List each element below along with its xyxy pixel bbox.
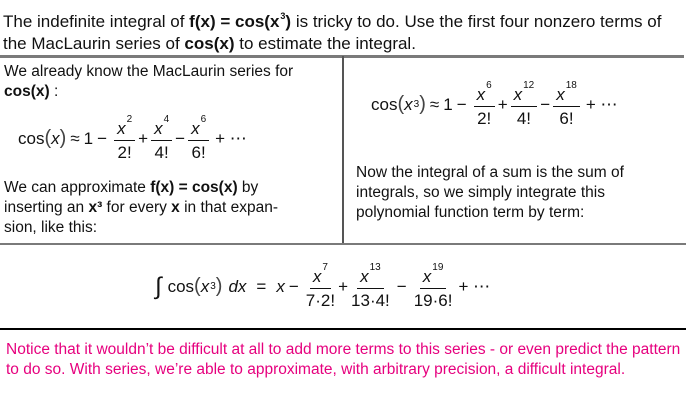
maclaurin-intro-text: We already know the MacLaurin series for… — [4, 62, 324, 102]
numerator: x — [312, 267, 322, 286]
sign: + — [497, 94, 508, 114]
cos-function: cos(x) — [184, 34, 235, 53]
sign: − — [97, 128, 108, 148]
substitution-text: We can approximate f(x) = cos(x) by inse… — [4, 178, 304, 238]
approx-sign: ≈ — [70, 128, 80, 148]
approx-sign: ≈ — [429, 94, 440, 114]
numerator: x — [556, 85, 565, 104]
denominator: 2! — [117, 143, 132, 162]
sign: − — [456, 94, 467, 114]
numerator: x — [513, 85, 523, 104]
sign: − — [175, 128, 186, 148]
function-definition: f(x) = cos(x) — [150, 179, 238, 196]
sign: − — [396, 276, 407, 296]
paren: ( — [397, 93, 405, 115]
cos-label: cos — [18, 128, 45, 148]
denominator: 19·6! — [413, 291, 453, 310]
paren: ) — [285, 12, 292, 31]
exponent: 3 — [280, 11, 286, 21]
exponent: 12 — [523, 80, 535, 91]
text: by inserting an — [4, 179, 259, 216]
fraction-term: x6 6! — [188, 114, 210, 163]
intro-text: to estimate the integral. — [234, 34, 416, 53]
fraction-term: x13 13·4! — [351, 262, 390, 311]
numerator: x — [422, 267, 432, 286]
exponent: 2 — [126, 114, 133, 125]
paren: ) — [419, 93, 426, 115]
fraction-term: x12 4! — [510, 80, 538, 129]
paren: ( — [194, 275, 201, 297]
exponent: 6 — [200, 114, 207, 125]
text: : — [49, 83, 59, 100]
vertical-divider — [342, 56, 344, 244]
ellipsis: + ⋯ — [215, 128, 247, 148]
variable: x — [51, 128, 60, 148]
fraction-term: x19 19·6! — [414, 262, 453, 311]
fraction-term: x4 4! — [151, 114, 173, 163]
bottom-divider — [0, 328, 686, 330]
sign: − — [540, 94, 551, 114]
first-term: x — [276, 276, 285, 296]
sign: + — [138, 128, 149, 148]
numerator: x — [154, 119, 163, 138]
paren: ( — [44, 127, 52, 149]
conclusion-note: Notice that it wouldn’t be difficult at … — [6, 341, 681, 378]
intro-text: The indefinite integral of — [3, 12, 190, 31]
variable: x — [404, 94, 413, 114]
denominator: 6! — [559, 109, 574, 128]
function-definition: f(x) = cos(x — [189, 12, 280, 31]
denominator: 6! — [191, 143, 206, 162]
sign: + — [338, 276, 349, 296]
integrate-term-by-term-text: Now the integral of a sum is the sum of … — [356, 164, 624, 221]
constant-term: 1 — [83, 128, 94, 148]
numerator: x — [476, 85, 486, 104]
numerator: x — [191, 119, 200, 138]
intro-paragraph: The indefinite integral of f(x) = cos(x3… — [3, 5, 683, 55]
variable: x — [171, 199, 180, 216]
fraction-term: x6 2! — [473, 80, 495, 129]
cos-function: cos(x) — [4, 83, 50, 100]
ellipsis: + ⋯ — [458, 276, 491, 296]
exponent: 19 — [432, 262, 444, 273]
exponent: 7 — [322, 262, 328, 273]
fraction-term: x18 6! — [553, 80, 580, 129]
sign: − — [288, 276, 299, 296]
exponent: 3 — [210, 281, 216, 292]
variable: x — [200, 276, 210, 296]
x-cubed: x³ — [88, 199, 103, 216]
paren: ) — [215, 275, 223, 297]
text: in that expan-sion, like this: — [4, 199, 279, 236]
integral-sign-icon: ∫ — [155, 272, 162, 300]
denominator: 4! — [516, 109, 532, 128]
fraction-term: x2 2! — [114, 114, 136, 163]
numerator: x — [117, 119, 126, 138]
denominator: 13·4! — [351, 291, 390, 310]
exponent: 4 — [163, 114, 170, 125]
text: We can approximate — [4, 179, 151, 196]
cos-label: cos — [167, 276, 195, 296]
exponent: 13 — [369, 262, 381, 273]
denominator: 4! — [154, 143, 169, 162]
denominator: 2! — [477, 109, 492, 128]
exponent: 18 — [565, 80, 577, 91]
ellipsis: + ⋯ — [585, 94, 618, 114]
text: for every — [102, 199, 172, 216]
text: We already know the MacLaurin series for — [4, 63, 294, 80]
differential: dx — [228, 276, 247, 296]
middle-divider — [0, 243, 686, 245]
denominator: 7·2! — [305, 291, 336, 310]
numerator: x — [360, 267, 369, 286]
exponent: 3 — [413, 99, 420, 110]
constant-term: 1 — [443, 94, 453, 114]
fraction-term: x7 7·2! — [306, 262, 335, 311]
exponent: 6 — [486, 80, 492, 91]
paren: ) — [59, 127, 67, 149]
intro-text: is tricky to do. Use the first four nonz… — [3, 12, 662, 53]
equals-sign: = — [256, 276, 267, 296]
cos-label: cos — [371, 94, 398, 114]
